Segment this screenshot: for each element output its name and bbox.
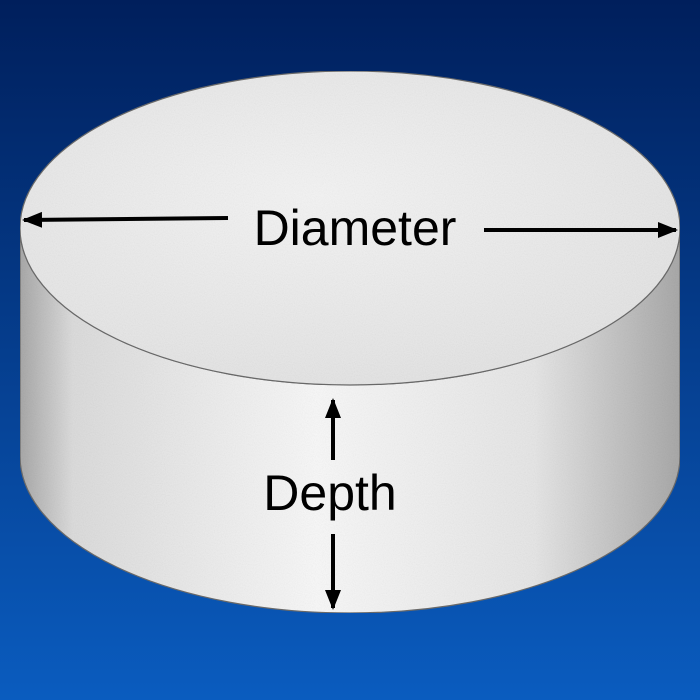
- diameter-arrow-left: [22, 211, 229, 228]
- diameter-label: Diameter: [254, 200, 457, 256]
- cylinder-top-face: [19, 70, 681, 386]
- depth-label: Depth: [263, 465, 396, 521]
